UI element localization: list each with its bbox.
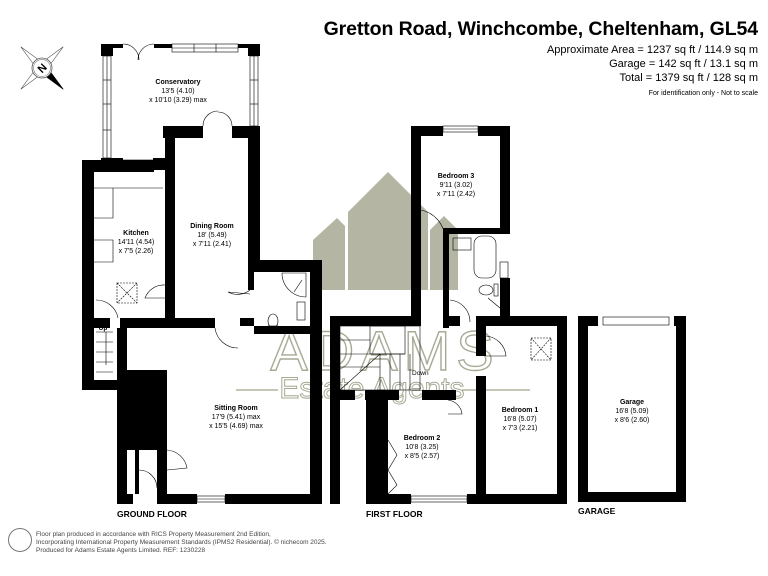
garage-door — [602, 316, 670, 326]
footer-line: Incorporating International Property Mea… — [36, 539, 327, 546]
room-name-conservatory: Conservatory — [155, 79, 200, 86]
first-floor-walls — [330, 126, 567, 504]
garage-walls — [578, 316, 686, 502]
property-address-title: Gretton Road, Winchcombe, Cheltenham, GL… — [323, 18, 759, 40]
total-area: Total = 1379 sq ft / 128 sq m — [619, 72, 759, 84]
disclaimer: For identification only - Not to scale — [648, 90, 758, 97]
watermark-house-center — [348, 172, 428, 290]
stairs-up-label: Up — [99, 325, 108, 332]
svg-text:Bedroom 210'8 (3.25)x 8'5 (2.5: Bedroom 210'8 (3.25)x 8'5 (2.57) — [404, 435, 441, 460]
approximate-area: Approximate Area = 1237 sq ft / 114.9 sq… — [546, 44, 758, 56]
stairs-down-label: Down — [412, 370, 429, 377]
room-name-sitting-room: Sitting Room — [214, 405, 258, 412]
room-name-bedroom-1: Bedroom 1 — [502, 407, 539, 414]
room-name-kitchen: Kitchen — [123, 230, 149, 237]
footer-notice: Floor plan produced in accordance with R… — [36, 531, 327, 555]
info-icon — [8, 528, 32, 552]
footer-line: Produced for Adams Estate Agents Limited… — [36, 547, 206, 554]
room-name-dining-room: Dining Room — [190, 223, 234, 230]
north-compass-icon — [20, 46, 64, 90]
svg-text:Bedroom 39'11 (3.02)x 7'11 (2.: Bedroom 39'11 (3.02)x 7'11 (2.42) — [437, 173, 475, 198]
room-name-garage: Garage — [620, 399, 644, 406]
ground-floor-walls — [82, 126, 322, 504]
ground-floor-label: GROUND FLOOR — [117, 509, 187, 519]
svg-text:Bedroom 116'8 (5.07)x 7'3 (2.2: Bedroom 116'8 (5.07)x 7'3 (2.21) — [502, 407, 539, 432]
room-name-bedroom-2: Bedroom 2 — [404, 435, 441, 442]
footer-line: Floor plan produced in accordance with R… — [36, 531, 271, 538]
watermark-logo — [313, 172, 458, 290]
garage-floor-label: GARAGE — [578, 506, 616, 516]
garage-area: Garage = 142 sq ft / 13.1 sq m — [609, 58, 758, 70]
ground-floor-fixtures — [94, 187, 307, 503]
first-floor-fixtures — [339, 125, 552, 503]
room-name-bedroom-3: Bedroom 3 — [438, 173, 475, 180]
first-floor-label: FIRST FLOOR — [366, 509, 423, 519]
conservatory-glazing — [102, 43, 259, 169]
